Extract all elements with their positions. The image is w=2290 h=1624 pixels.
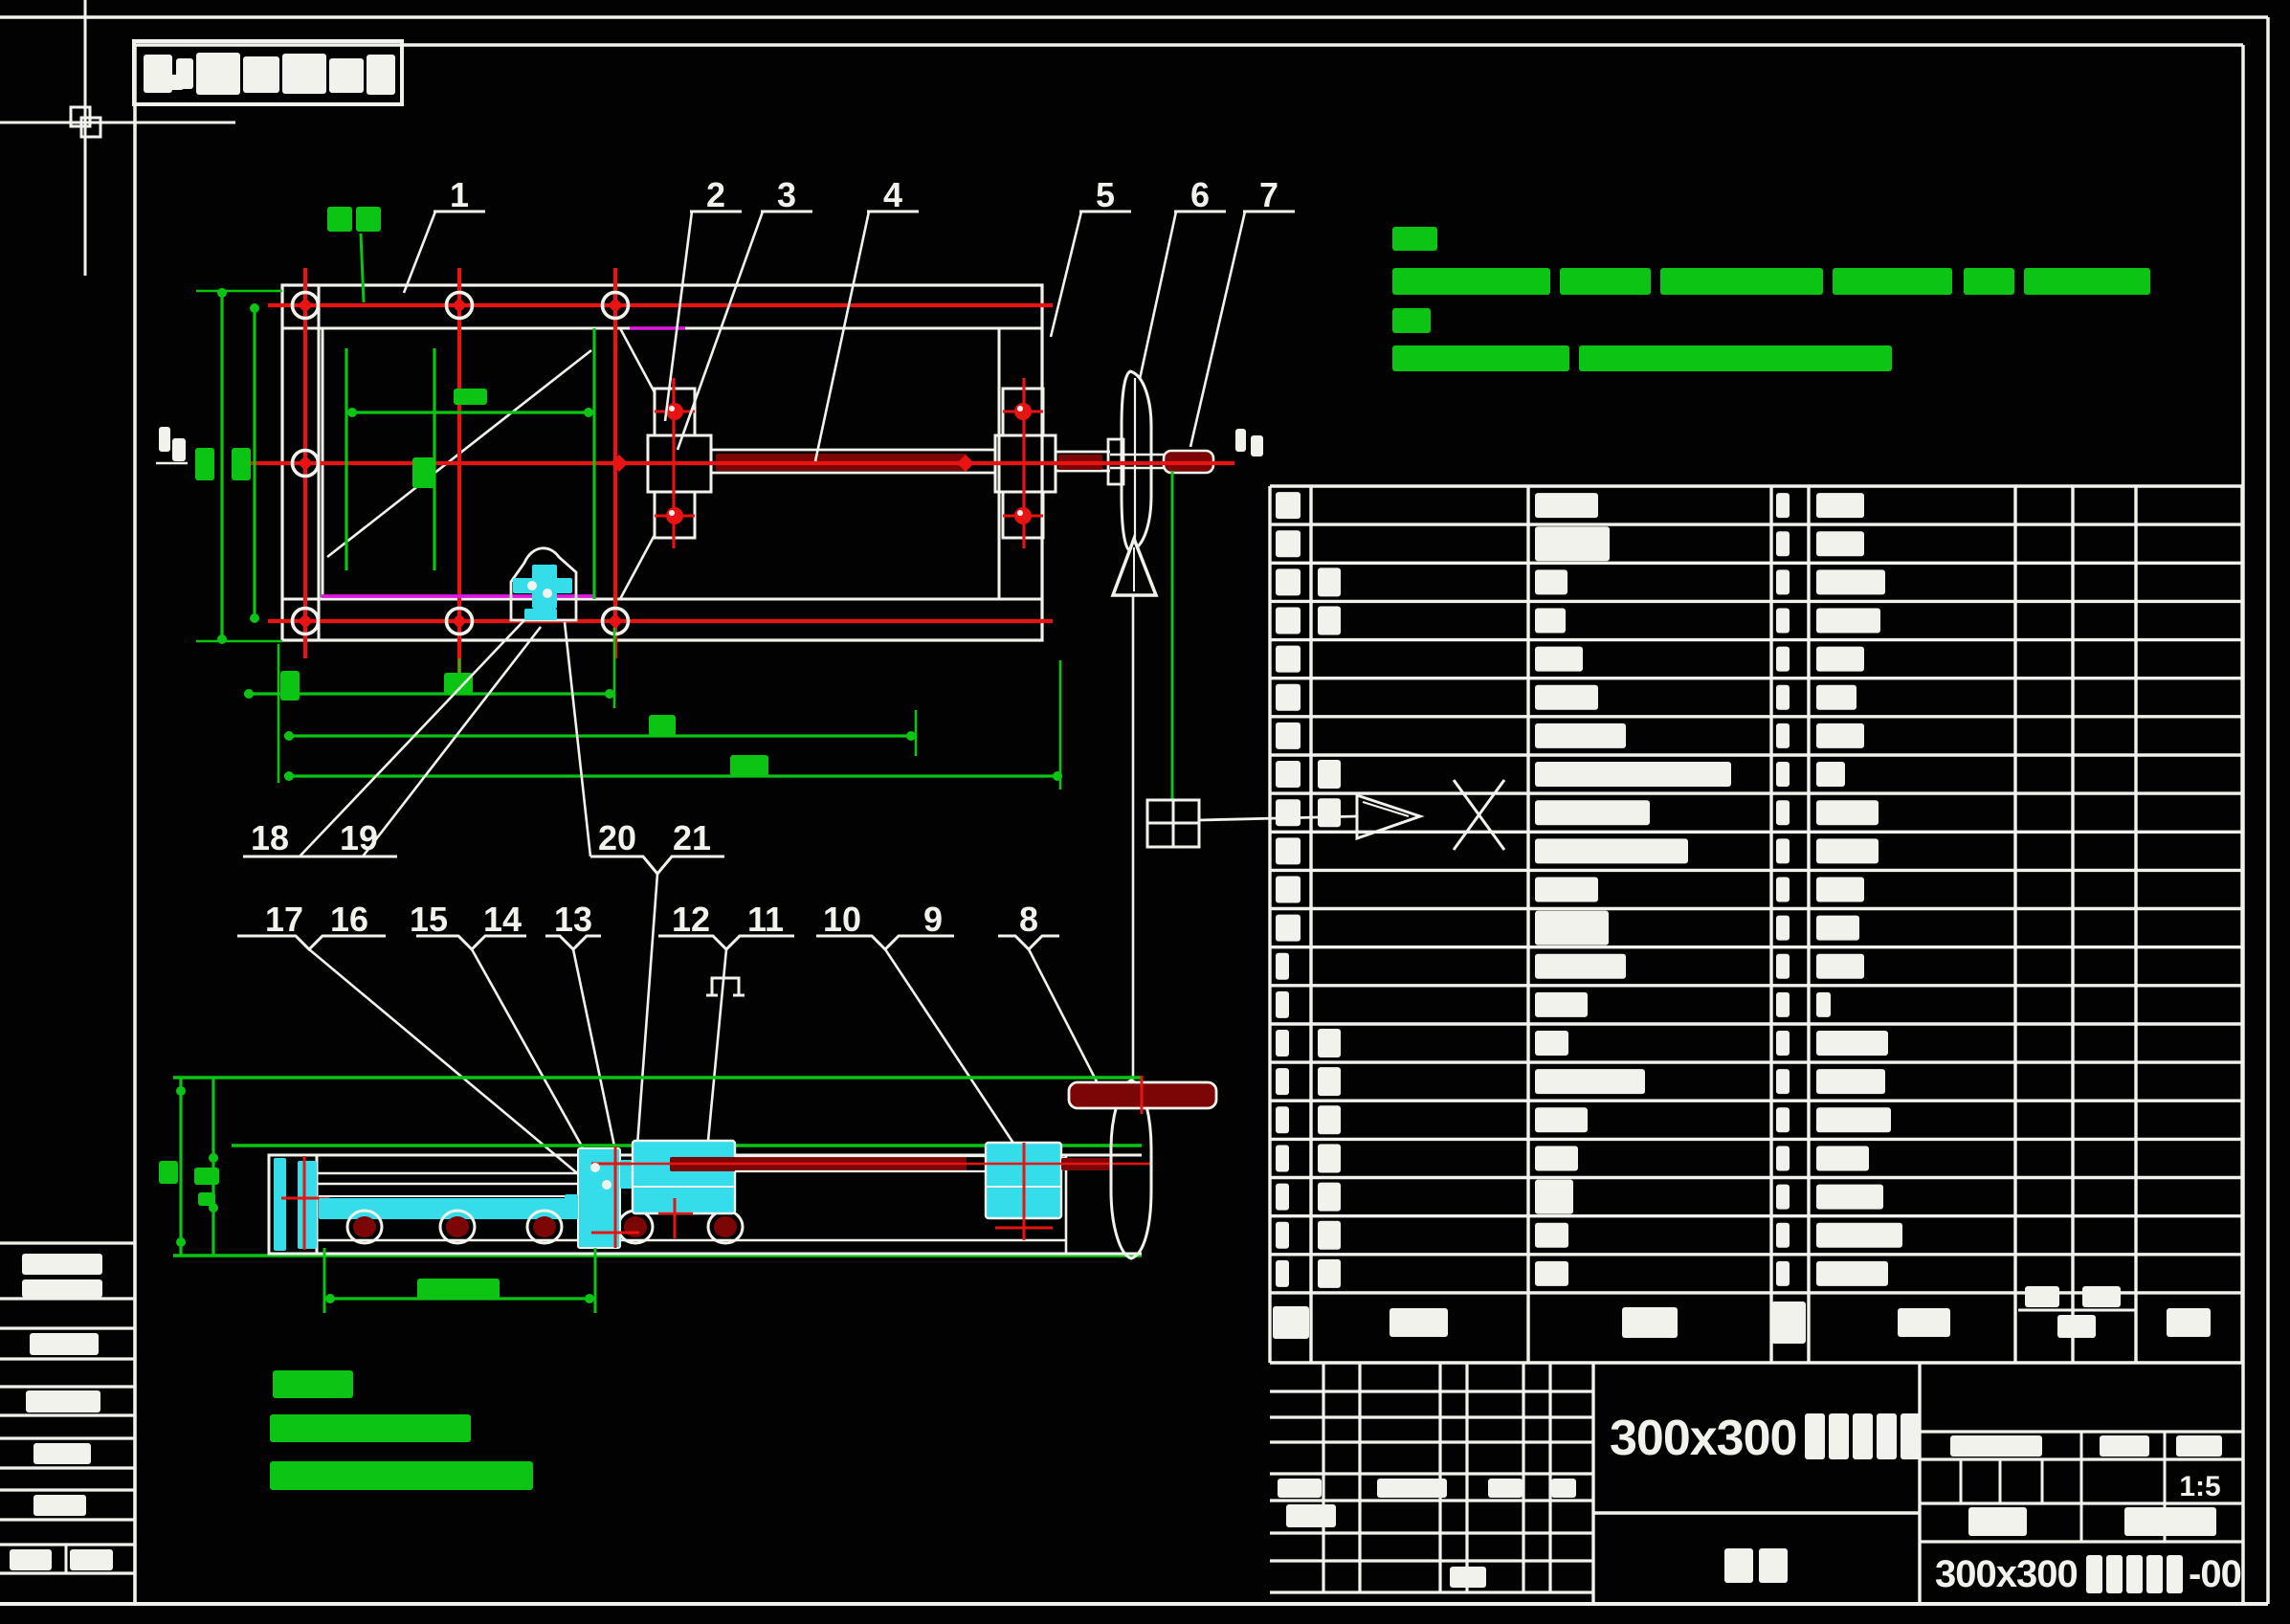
- svg-text:300x300: 300x300: [1935, 1553, 2078, 1595]
- svg-text:18: 18: [251, 818, 289, 857]
- svg-text:5: 5: [1096, 175, 1115, 214]
- svg-text:11: 11: [747, 900, 784, 939]
- svg-text:-00: -00: [2189, 1553, 2241, 1595]
- svg-text:15: 15: [410, 900, 448, 939]
- svg-text:13: 13: [554, 900, 592, 939]
- svg-text:10: 10: [823, 900, 861, 939]
- svg-text:14: 14: [483, 900, 522, 939]
- svg-text:4: 4: [883, 175, 902, 214]
- svg-text:1: 1: [450, 175, 469, 214]
- svg-text:16: 16: [330, 900, 368, 939]
- svg-text:17: 17: [265, 900, 303, 939]
- svg-text:3: 3: [777, 175, 796, 214]
- svg-text:19: 19: [340, 818, 378, 857]
- svg-text:300x300: 300x300: [1610, 1411, 1796, 1466]
- svg-text:2: 2: [706, 175, 725, 214]
- svg-text:8: 8: [1019, 900, 1038, 939]
- svg-text:21: 21: [673, 818, 711, 857]
- svg-text:12: 12: [672, 900, 710, 939]
- svg-text:1:5: 1:5: [2179, 1471, 2220, 1502]
- svg-text:20: 20: [598, 818, 636, 857]
- svg-text:9: 9: [923, 900, 943, 939]
- svg-text:6: 6: [1190, 175, 1210, 214]
- svg-text:7: 7: [1259, 175, 1278, 214]
